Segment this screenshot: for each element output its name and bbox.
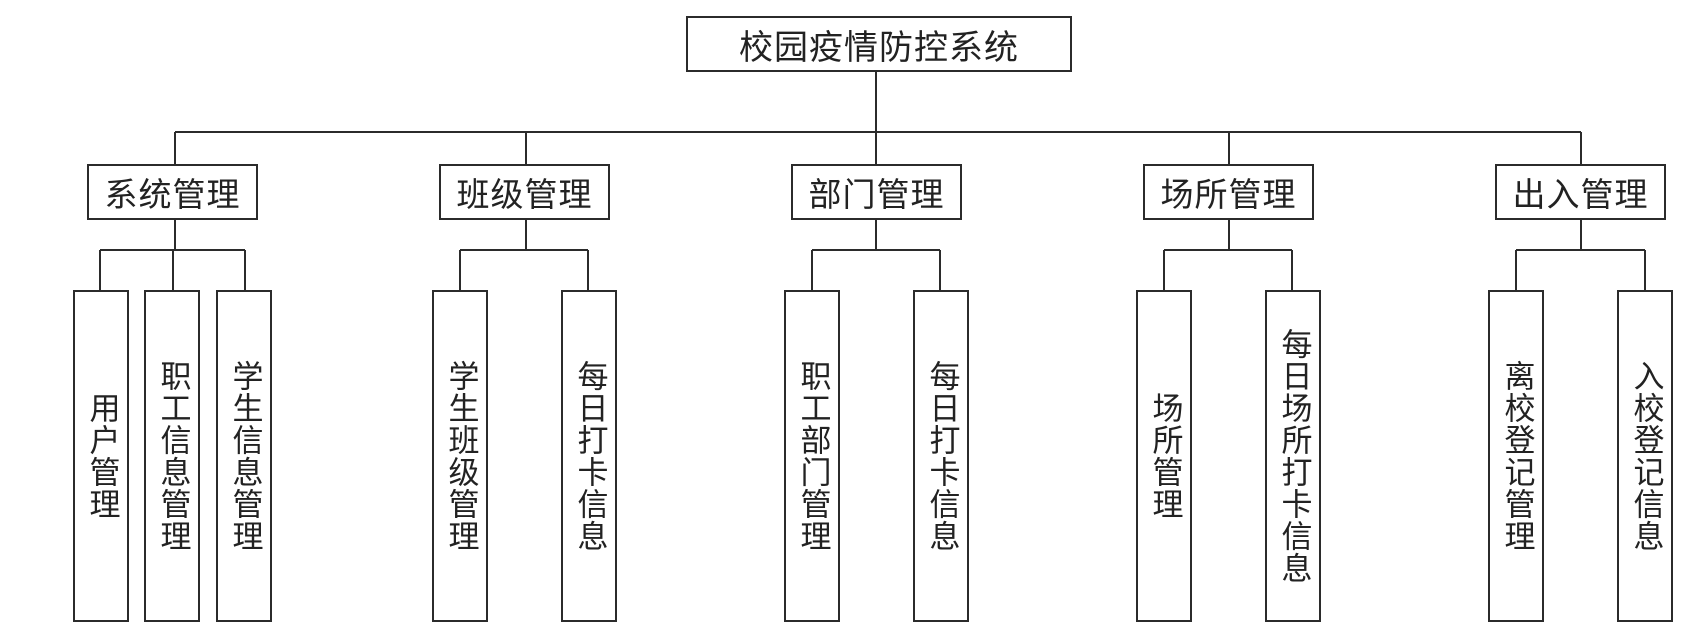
root-node-label: 校园疫情防控系统 (739, 27, 1019, 68)
leaf-label: 每日打卡信息 (923, 360, 960, 552)
leaf-node: 学生班级管理 (432, 290, 488, 622)
leaf-node: 每日场所打卡信息 (1265, 290, 1321, 622)
module-node-venue: 场所管理 (1143, 164, 1314, 220)
leaf-label: 入校登记信息 (1627, 360, 1664, 552)
leaf-node: 职工信息管理 (144, 290, 200, 622)
leaf-node: 每日打卡信息 (913, 290, 969, 622)
leaf-node: 每日打卡信息 (561, 290, 617, 622)
leaf-node: 离校登记管理 (1488, 290, 1544, 622)
module-label: 系统管理 (104, 175, 241, 214)
module-label: 部门管理 (808, 175, 945, 214)
leaf-node: 场所管理 (1136, 290, 1192, 622)
leaf-label: 学生信息管理 (226, 360, 263, 552)
leaf-label: 离校登记管理 (1498, 360, 1535, 552)
module-node-system: 系统管理 (87, 164, 258, 220)
leaf-node: 学生信息管理 (216, 290, 272, 622)
leaf-node: 用户管理 (73, 290, 129, 622)
leaf-label: 职工部门管理 (794, 360, 831, 552)
leaf-label: 每日打卡信息 (571, 360, 608, 552)
module-node-class: 班级管理 (439, 164, 610, 220)
leaf-label: 用户管理 (83, 392, 120, 520)
module-node-department: 部门管理 (791, 164, 962, 220)
leaf-label: 职工信息管理 (154, 360, 191, 552)
root-node: 校园疫情防控系统 (686, 16, 1072, 72)
module-label: 班级管理 (456, 175, 593, 214)
module-label: 场所管理 (1160, 175, 1297, 214)
leaf-node: 入校登记信息 (1617, 290, 1673, 622)
leaf-label: 场所管理 (1146, 392, 1183, 520)
module-node-entry-exit: 出入管理 (1495, 164, 1666, 220)
leaf-label: 每日场所打卡信息 (1275, 328, 1312, 584)
module-label: 出入管理 (1512, 175, 1649, 214)
leaf-label: 学生班级管理 (442, 360, 479, 552)
leaf-node: 职工部门管理 (784, 290, 840, 622)
